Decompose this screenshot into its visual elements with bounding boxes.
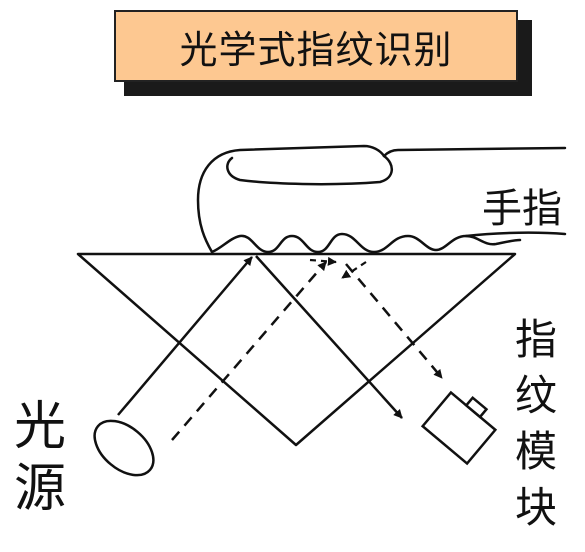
module-char: 块 <box>514 483 557 532</box>
diagram-title: 光学式指纹识别 <box>179 27 453 72</box>
fingerprint-module-label: 指 纹 模 块 <box>510 312 562 536</box>
finger-outline <box>196 144 567 254</box>
fingernail <box>226 154 393 186</box>
light-source-char: 光 <box>13 397 66 457</box>
reflected-ray-dashed <box>345 263 443 379</box>
incident-ray-dashed <box>171 261 327 441</box>
scatter-ray-dashed-2 <box>341 261 367 279</box>
finger-label: 手指 <box>482 186 562 232</box>
reflected-ray-solid <box>255 255 403 419</box>
fingerprint-ridges <box>210 232 522 254</box>
light-source-char: 源 <box>13 459 66 519</box>
module-char: 纹 <box>514 371 557 420</box>
module-char: 模 <box>514 427 557 476</box>
incident-ray-solid <box>117 256 253 416</box>
finger-bottom <box>464 231 567 238</box>
prism <box>76 252 517 447</box>
fingerprint-module-icon <box>420 390 498 466</box>
light-source-label: 光 源 <box>10 396 70 520</box>
finger <box>196 144 567 254</box>
title-box: 光学式指纹识别 <box>114 10 518 82</box>
light-source-ellipse <box>93 419 155 477</box>
module-char: 指 <box>514 315 557 364</box>
scatter-ray-dashed-1 <box>309 256 337 266</box>
